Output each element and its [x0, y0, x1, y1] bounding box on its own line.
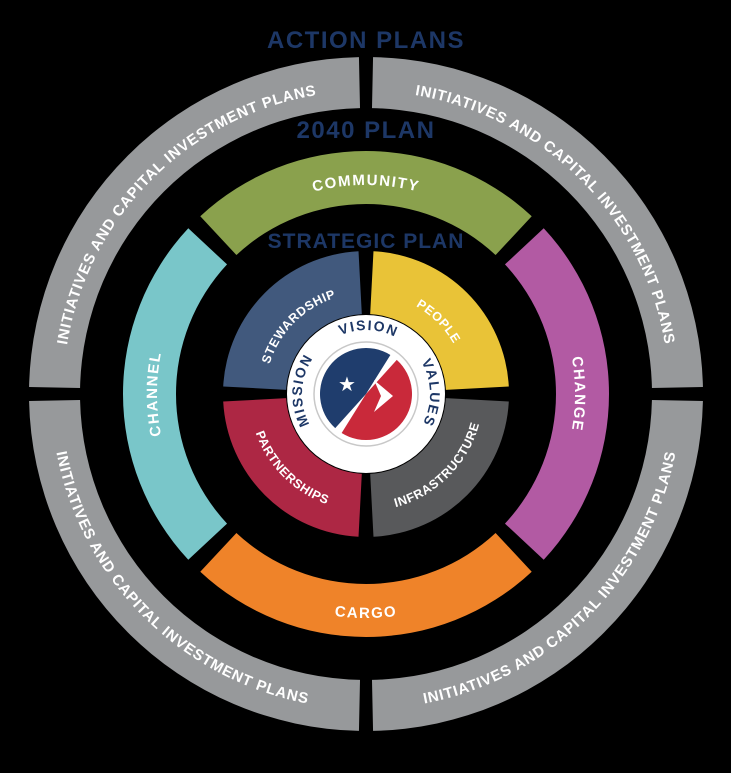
center-emblem: MISSION VISION VALUES ★: [287, 315, 445, 473]
strategic-plan-title: STRATEGIC PLAN: [268, 230, 465, 253]
cargo-label: CARGO: [334, 603, 398, 622]
action-ring-segment-top-right: [371, 57, 703, 389]
logo-red-field: [341, 359, 413, 441]
star-icon: ★: [338, 374, 356, 396]
channel-label: CHANNEL: [144, 350, 165, 438]
port-logo: ★: [313, 341, 419, 447]
logo-navy-field: [320, 348, 391, 429]
action-ring-segment-bottom-left: [29, 399, 361, 731]
plan-2040-ring: COMMUNITY CHANGE CARGO CHANNEL: [123, 151, 609, 637]
segment-infrastructure: [370, 398, 509, 537]
plan-2040-title: 2040 PLAN: [297, 117, 436, 144]
strategic-plan-ring: PEOPLE INFRASTRUCTURE PARTNERSHIPS STEWA…: [223, 251, 509, 537]
segment-community: [200, 151, 532, 256]
community-label: COMMUNITY: [311, 172, 422, 196]
segment-stewardship: [223, 251, 362, 390]
segment-channel: [123, 228, 228, 560]
segment-partnerships: [223, 398, 362, 537]
segment-people: [370, 251, 509, 390]
action-ring-segment-bottom-right: [371, 399, 703, 731]
ship-bow-icon: [374, 380, 393, 412]
segment-change: [504, 228, 609, 560]
segment-cargo: [200, 532, 532, 637]
action-plans-title: ACTION PLANS: [267, 27, 465, 54]
action-ring-segment-top-left: [29, 57, 361, 389]
